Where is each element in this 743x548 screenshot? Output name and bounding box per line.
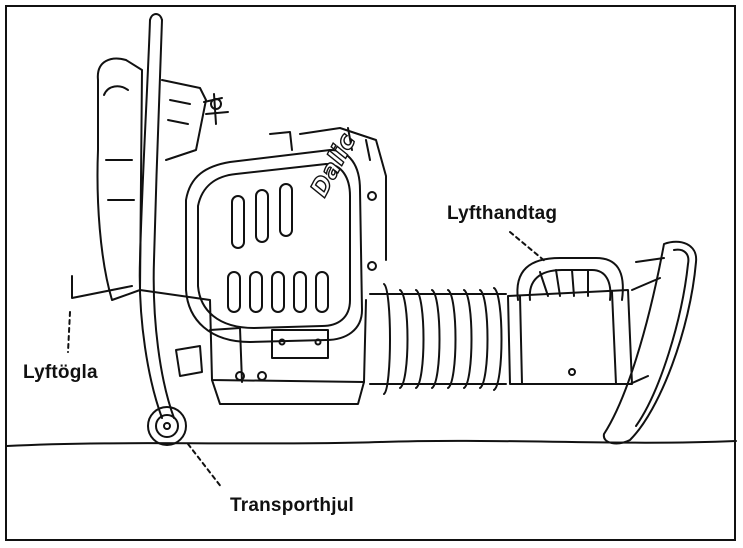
diagram-frame — [5, 5, 736, 541]
throttle-bracket — [161, 79, 207, 161]
guide-handle-inner — [152, 19, 175, 419]
leader-transport-wheel — [187, 443, 223, 489]
transport-wheel — [147, 406, 187, 446]
label-transport-wheel: Transporthjul — [230, 495, 354, 516]
ramming-shoe — [602, 240, 698, 445]
leader-lift-eye — [67, 311, 71, 353]
engine-top — [269, 127, 387, 261]
engine-cover — [185, 149, 363, 343]
label-lift-eye: Lyftögla — [23, 362, 98, 383]
engine-plate — [271, 329, 329, 359]
leader-lift-handle — [509, 231, 547, 263]
label-lift-handle: Lyfthandtag — [447, 203, 558, 224]
lower-frame — [139, 289, 367, 383]
lift-eye-hook — [71, 275, 133, 299]
fuel-tank — [96, 57, 143, 301]
lift-handle — [516, 257, 624, 301]
